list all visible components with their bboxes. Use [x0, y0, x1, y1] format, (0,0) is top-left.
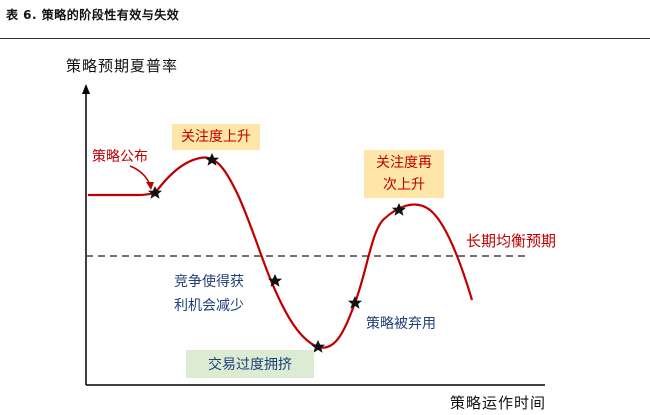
star-marker-abandoned	[347, 296, 363, 309]
label-equilibrium-expectation: 长期均衡预期	[466, 232, 557, 250]
star-marker-competition	[267, 274, 283, 287]
caption-divider	[0, 38, 650, 39]
star-marker-announce	[147, 186, 163, 199]
star-marker-attention-again	[391, 203, 407, 216]
label-crowding: 交易过度拥挤	[186, 350, 314, 378]
figure-caption: 表 6. 策略的阶段性有效与失效	[6, 8, 180, 22]
label-abandoned: 策略被弃用	[366, 316, 436, 332]
y-axis-title: 策略预期夏普率	[66, 57, 179, 75]
label-competition: 竞争使得获 利机会减少	[174, 274, 244, 314]
label-attention-again: 关注度再 次上升	[364, 150, 444, 198]
star-marker-crowding	[310, 340, 326, 353]
sharpe-curve	[88, 156, 474, 349]
announce-arrow-head	[146, 182, 154, 190]
star-marker-attention	[204, 153, 220, 166]
label-attention-rise: 关注度上升	[172, 124, 260, 150]
y-axis-arrow	[82, 84, 90, 94]
x-axis-title: 策略运作时间	[450, 394, 547, 412]
label-policy-announce: 策略公布	[92, 149, 148, 165]
